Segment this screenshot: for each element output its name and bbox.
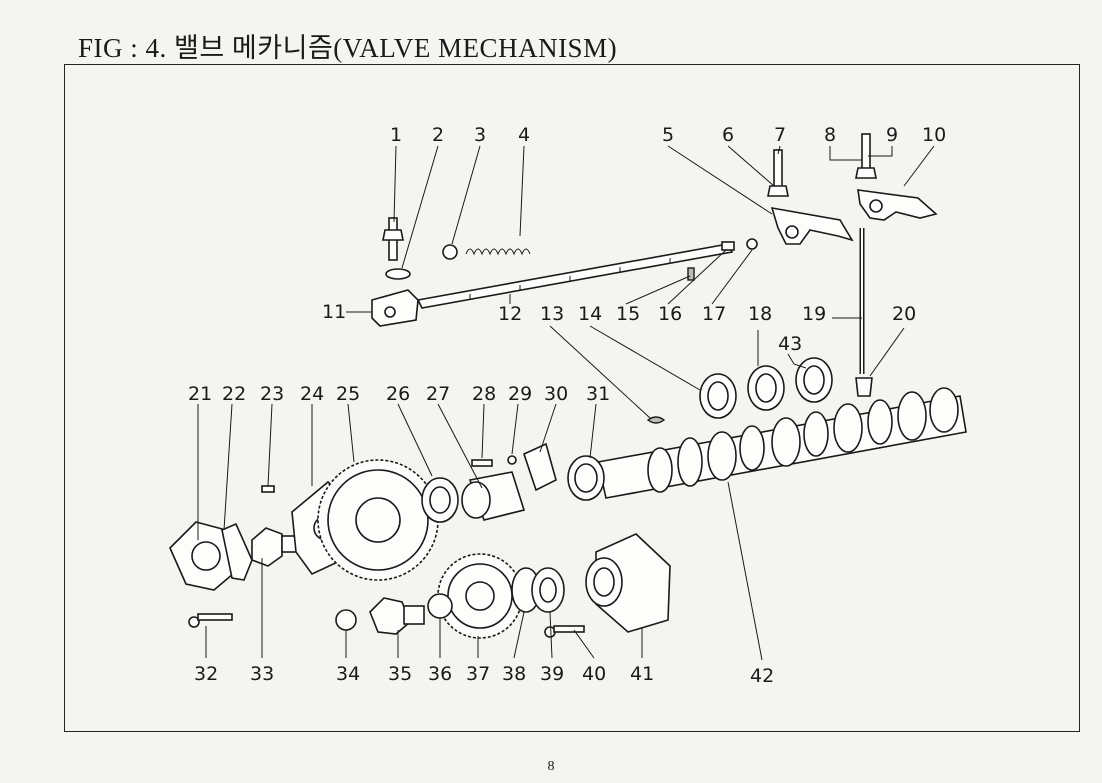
callout-26: 26 (386, 383, 410, 405)
callout-labels: 1 2 3 4 5 6 7 8 9 10 11 12 13 14 15 16 1… (188, 124, 946, 687)
callout-19: 19 (802, 303, 826, 325)
callout-42: 42 (750, 665, 774, 687)
idler-gear (437, 553, 523, 639)
callout-18: 18 (748, 303, 772, 325)
gear-sleeve (421, 477, 459, 523)
callout-34: 34 (336, 663, 360, 685)
idler-shaft-housing (585, 533, 671, 633)
callout-32: 32 (194, 663, 218, 685)
washer (385, 268, 411, 280)
callout-43: 43 (778, 333, 802, 355)
tappet (855, 377, 873, 397)
callout-1: 1 (390, 124, 402, 146)
pin (687, 267, 695, 281)
retainer-plate (523, 442, 557, 492)
callout-8: 8 (824, 124, 836, 146)
callout-17: 17 (702, 303, 726, 325)
callout-16: 16 (658, 303, 682, 325)
adjusting-screw-right (855, 133, 877, 179)
callout-23: 23 (260, 383, 284, 405)
camshaft-bush-2 (747, 365, 785, 411)
page-number: 8 (547, 759, 555, 774)
woodruff-key (646, 416, 666, 424)
callout-3: 3 (474, 124, 486, 146)
housing-bolt (544, 625, 585, 638)
callout-6: 6 (722, 124, 734, 146)
rocker-spring (465, 248, 531, 256)
small-bolt-28 (471, 459, 493, 467)
callout-38: 38 (502, 663, 526, 685)
rocker-shaft (416, 243, 734, 309)
callout-2: 2 (432, 124, 444, 146)
callout-22: 22 (222, 383, 246, 405)
o-ring (335, 609, 357, 631)
callout-41: 41 (630, 663, 654, 685)
callout-5: 5 (662, 124, 674, 146)
callout-35: 35 (388, 663, 412, 685)
flange-bolt (188, 613, 233, 628)
small-washer-29 (507, 455, 517, 465)
callout-28: 28 (472, 383, 496, 405)
callout-14: 14 (578, 303, 602, 325)
plug (721, 241, 735, 251)
leader-lines (197, 145, 935, 661)
callout-21: 21 (188, 383, 212, 405)
callout-31: 31 (586, 383, 610, 405)
thrust-bush (461, 471, 526, 521)
rocker-support-bracket (371, 289, 419, 327)
callout-25: 25 (336, 383, 360, 405)
idler-shaft-nut (369, 597, 425, 635)
callout-15: 15 (616, 303, 640, 325)
callout-9: 9 (886, 124, 898, 146)
callout-30: 30 (544, 383, 568, 405)
camshaft-bush-1 (699, 373, 737, 419)
callout-24: 24 (300, 383, 324, 405)
callout-13: 13 (540, 303, 564, 325)
camshaft-gear (317, 459, 439, 581)
callout-7: 7 (774, 124, 786, 146)
diagram-frame (64, 64, 1080, 732)
camshaft-bearing (567, 455, 605, 501)
stud-bolt (382, 217, 404, 261)
camshaft (597, 387, 967, 499)
callout-11: 11 (322, 301, 346, 323)
rocker-arm-right (857, 189, 938, 221)
callout-39: 39 (540, 663, 564, 685)
camshaft-bush-3 (795, 357, 833, 403)
spacer-ring (442, 244, 458, 260)
figure-title: FIG : 4. 밸브 메카니즘(VALVE MECHANISM) (78, 33, 618, 63)
adjusting-screw-left (767, 149, 789, 197)
rocker-arm-left (770, 206, 854, 245)
callout-12: 12 (498, 303, 522, 325)
callout-33: 33 (250, 663, 274, 685)
callout-36: 36 (428, 663, 452, 685)
callout-37: 37 (466, 663, 490, 685)
idler-bush (531, 567, 565, 613)
shaft-plug-nut (746, 238, 758, 250)
gear-flange-plate (169, 521, 241, 591)
callout-27: 27 (426, 383, 450, 405)
lock-plate (221, 522, 253, 581)
small-bolt-23 (261, 485, 275, 493)
callout-29: 29 (508, 383, 532, 405)
callout-20: 20 (892, 303, 916, 325)
thrust-washer (427, 593, 453, 619)
callout-10: 10 (922, 124, 946, 146)
callout-40: 40 (582, 663, 606, 685)
callout-4: 4 (518, 124, 530, 146)
